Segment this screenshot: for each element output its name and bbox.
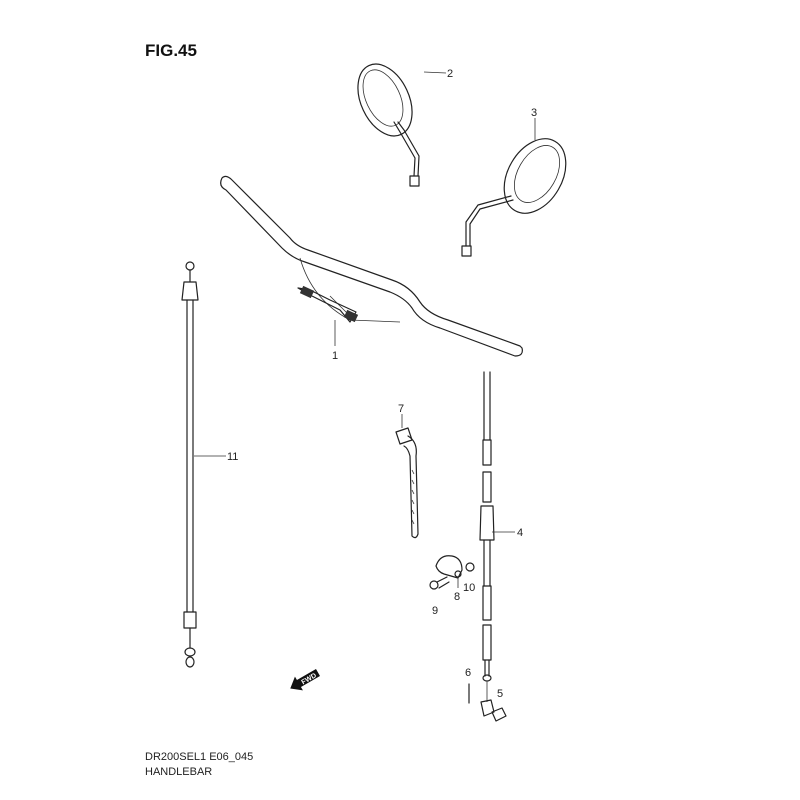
callout-7: 7	[398, 403, 404, 415]
fwd-label: FWD	[301, 672, 318, 686]
part-6[interactable]: 6	[465, 667, 471, 704]
throttle-cable[interactable]: 4	[479, 371, 523, 717]
callout-4: 4	[517, 527, 523, 539]
part-5[interactable]: 5	[491, 688, 507, 722]
callout-3: 3	[531, 107, 537, 119]
callout-11: 11	[227, 451, 238, 463]
callout-8: 8	[454, 591, 460, 603]
callout-5: 5	[497, 688, 503, 700]
mirror-right[interactable]: 3	[461, 107, 578, 257]
strap[interactable]: 7	[395, 403, 419, 539]
section-name: HANDLEBAR	[145, 766, 212, 778]
callout-2: 2	[447, 68, 453, 80]
figure-title: FIG.45	[145, 41, 197, 60]
clutch-cable[interactable]: 11	[181, 261, 238, 668]
model-code: DR200SEL1 E06_045	[145, 751, 253, 763]
handlebar[interactable]: 1	[220, 175, 523, 362]
callout-9: 9	[432, 605, 438, 617]
clamp[interactable]: 8	[435, 555, 463, 603]
callout-1: 1	[332, 350, 338, 362]
fwd-arrow-icon: FWD	[290, 669, 320, 691]
nut[interactable]: 10	[463, 562, 475, 594]
mirror-left[interactable]: 2	[347, 55, 453, 187]
callout-6: 6	[465, 667, 471, 679]
bolt[interactable]: 9	[429, 576, 450, 617]
callout-10: 10	[463, 582, 475, 594]
